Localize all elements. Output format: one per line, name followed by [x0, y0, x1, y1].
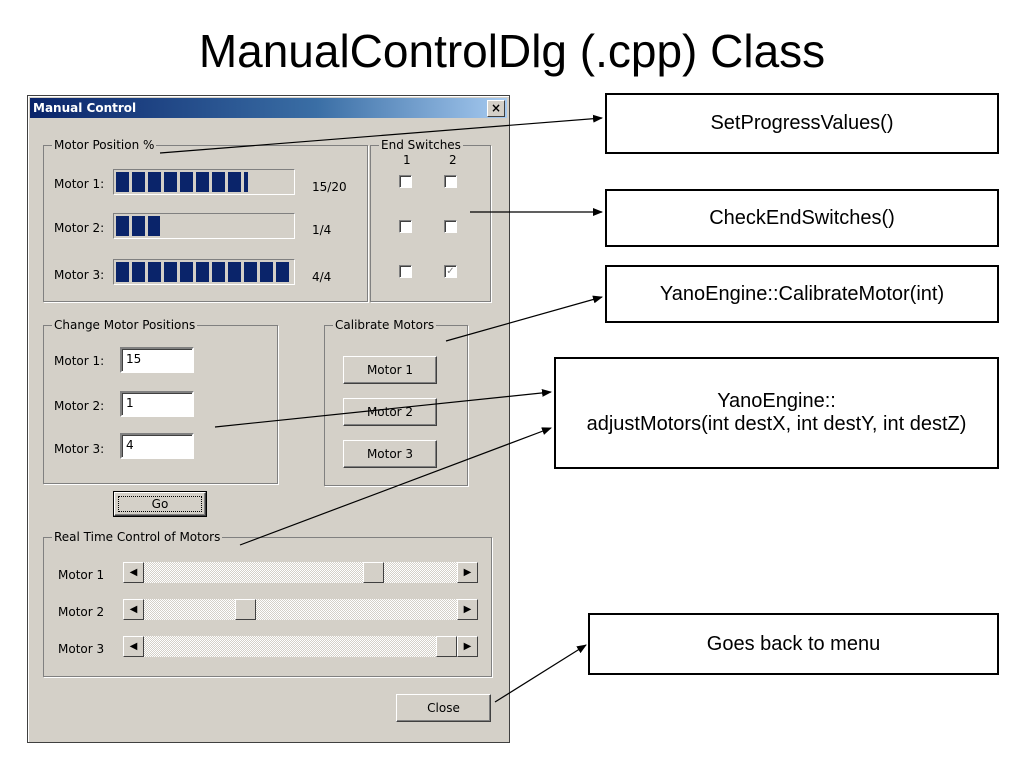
- end-switch-1-1[interactable]: [399, 175, 412, 188]
- motor-3-scrollbar[interactable]: ◀ ▶: [123, 636, 478, 657]
- callout-adjust-motors-line-1: YanoEngine::: [717, 390, 836, 412]
- progress-fill-motor-1: [116, 172, 248, 192]
- slide-title: ManualControlDlg (.cpp) Class: [198, 25, 826, 77]
- motor-2-position-input[interactable]: 1: [120, 391, 194, 417]
- dialog-title: Manual Control: [33, 101, 137, 115]
- change-motor-2-label: Motor 2:: [54, 399, 105, 413]
- check-mark-icon: ✓: [446, 266, 455, 277]
- progress-bar-motor-2: [113, 213, 295, 239]
- progress-motor-2-value: 1/4: [312, 223, 332, 237]
- motor-1-position-input[interactable]: 15: [120, 347, 194, 373]
- change-positions-group: Change Motor Positions Motor 1: 15 Motor…: [43, 318, 278, 484]
- end-switch-2-2[interactable]: [444, 220, 457, 233]
- close-icon[interactable]: ×: [487, 100, 505, 117]
- motor-2-scrollbar[interactable]: ◀ ▶: [123, 599, 478, 620]
- motor-2-scroll-left-icon[interactable]: ◀: [123, 599, 144, 620]
- end-switch-3-1[interactable]: [399, 265, 412, 278]
- realtime-motor-1-label: Motor 1: [58, 568, 105, 582]
- motor-1-scroll-right-icon[interactable]: ▶: [457, 562, 478, 583]
- realtime-motor-3-label: Motor 3: [58, 642, 105, 656]
- change-motor-1-label: Motor 1:: [54, 354, 105, 368]
- motor-1-scrollbar[interactable]: ◀ ▶: [123, 562, 478, 583]
- end-switch-column-2: 2: [449, 153, 457, 167]
- motor-3-scroll-left-icon[interactable]: ◀: [123, 636, 144, 657]
- motor-3-scroll-right-icon[interactable]: ▶: [457, 636, 478, 657]
- end-switch-2-1[interactable]: [399, 220, 412, 233]
- progress-motor-2-label: Motor 2:: [54, 221, 105, 235]
- go-button-focus-rect: [118, 496, 202, 512]
- progress-motor-1-label: Motor 1:: [54, 177, 105, 191]
- close-button[interactable]: Close: [396, 694, 491, 722]
- callout-adjust-motors-line-2: adjustMotors(int destX, int destY, int d…: [586, 413, 967, 435]
- progress-bar-motor-3: [113, 259, 295, 285]
- callout-goes-back-to-menu: Goes back to menu: [588, 613, 999, 675]
- callout-adjust-motors: YanoEngine:: adjustMotors(int destX, int…: [554, 357, 999, 469]
- progress-bar-motor-1: [113, 169, 295, 195]
- progress-fill-motor-2: [116, 216, 160, 236]
- manual-control-dialog: Manual Control × Motor Position % Motor …: [27, 95, 510, 743]
- motor-position-group: Motor Position % Motor 1: 15/20 Motor 2:…: [43, 138, 368, 302]
- realtime-control-group: Real Time Control of Motors Motor 1 ◀ ▶ …: [43, 530, 492, 677]
- calibrate-motors-group: Calibrate Motors Motor 1 Motor 2 Motor 3: [324, 318, 468, 486]
- calibrate-motor-2-button[interactable]: Motor 2: [343, 398, 437, 426]
- progress-motor-3-value: 4/4: [312, 270, 332, 284]
- end-switches-group: End Switches 1 2 ✓: [370, 138, 491, 302]
- end-switch-3-2[interactable]: ✓: [444, 265, 457, 278]
- go-button-label: Go: [151, 497, 169, 511]
- calibrate-motors-label: Calibrate Motors: [333, 318, 437, 332]
- progress-motor-1-value: 15/20: [312, 180, 347, 194]
- motor-3-scroll-thumb[interactable]: [436, 636, 457, 657]
- callout-check-end-switches: CheckEndSwitches(): [605, 189, 999, 247]
- go-button[interactable]: Go: [113, 491, 207, 517]
- motor-1-scroll-left-icon[interactable]: ◀: [123, 562, 144, 583]
- realtime-motor-2-label: Motor 2: [58, 605, 105, 619]
- end-switches-label: End Switches: [379, 138, 463, 152]
- progress-fill-motor-3: [116, 262, 292, 282]
- dialog-titlebar[interactable]: Manual Control ×: [30, 98, 507, 118]
- realtime-control-label: Real Time Control of Motors: [52, 530, 223, 544]
- calibrate-motor-1-button[interactable]: Motor 1: [343, 356, 437, 384]
- change-motor-3-label: Motor 3:: [54, 442, 105, 456]
- change-positions-label: Change Motor Positions: [52, 318, 198, 332]
- end-switch-column-1: 1: [403, 153, 411, 167]
- motor-1-scroll-thumb[interactable]: [363, 562, 384, 583]
- motor-2-scroll-thumb[interactable]: [235, 599, 256, 620]
- callout-set-progress-values: SetProgressValues(): [605, 93, 999, 154]
- progress-motor-3-label: Motor 3:: [54, 268, 105, 282]
- motor-position-label: Motor Position %: [52, 138, 157, 152]
- end-switch-1-2[interactable]: [444, 175, 457, 188]
- motor-2-scroll-right-icon[interactable]: ▶: [457, 599, 478, 620]
- calibrate-motor-3-button[interactable]: Motor 3: [343, 440, 437, 468]
- callout-calibrate-motor: YanoEngine::CalibrateMotor(int): [605, 265, 999, 323]
- motor-3-position-input[interactable]: 4: [120, 433, 194, 459]
